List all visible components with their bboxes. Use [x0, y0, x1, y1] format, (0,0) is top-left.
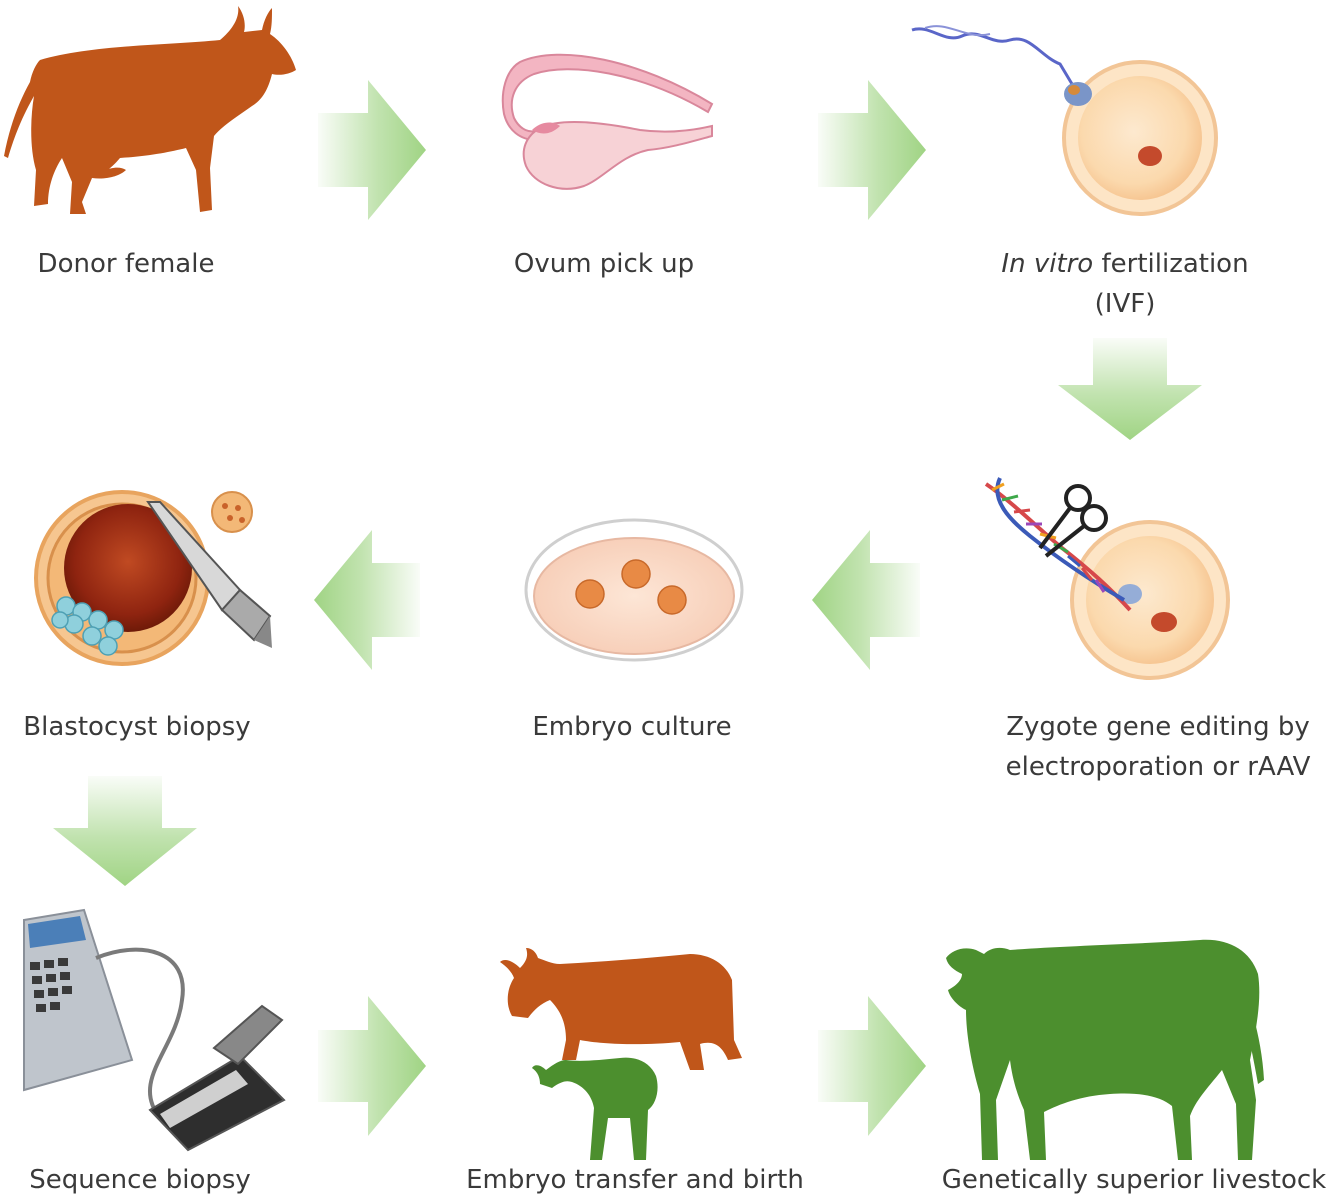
label-embryo-culture: Embryo culture	[492, 707, 772, 747]
sequencer-laptop-icon	[23, 908, 286, 1152]
label-blastocyst-biopsy: Blastocyst biopsy	[0, 707, 274, 747]
calf-icon	[532, 1057, 658, 1160]
surrogate-cow-icon	[500, 948, 742, 1070]
arrow-zygote-to-culture	[812, 530, 920, 670]
arrow-donor-to-ovum	[318, 80, 426, 220]
label-ivf-italic: In vitro	[1001, 249, 1094, 279]
arrow-transfer-to-livestock	[818, 996, 926, 1136]
petri-dish-icon	[524, 518, 744, 662]
label-superior-livestock-line1: Genetically superior livestock	[941, 1165, 1327, 1195]
label-zygote-editing-line1: Zygote gene editing by	[1006, 712, 1310, 742]
label-superior-livestock: Genetically superior livestock	[926, 1160, 1342, 1200]
zygote-gene-editing-icon	[984, 477, 1230, 680]
label-ovum-pick-up: Ovum pick up	[474, 244, 734, 284]
label-donor-female: Donor female	[0, 244, 252, 284]
label-ivf: In vitro fertilization (IVF)	[960, 244, 1290, 324]
arrow-ivf-to-zygote	[1058, 338, 1202, 440]
label-embryo-transfer: Embryo transfer and birth	[440, 1160, 830, 1200]
label-donor-female-line1: Donor female	[37, 249, 215, 279]
ovary-oviduct-icon	[501, 53, 714, 190]
label-zygote-editing-line2: electroporation or rAAV	[1005, 752, 1311, 782]
label-sequence-biopsy-line1: Sequence biopsy	[29, 1165, 251, 1195]
label-ovum-pick-up-line1: Ovum pick up	[513, 249, 695, 279]
arrow-ovum-to-ivf	[818, 80, 926, 220]
donor-cow-icon	[4, 6, 296, 214]
label-embryo-culture-line1: Embryo culture	[532, 712, 732, 742]
biopsy-blade-icon	[146, 501, 272, 648]
label-ivf-line2: (IVF)	[1094, 289, 1156, 319]
arrow-blastocyst-to-sequence	[53, 776, 197, 886]
arrow-sequence-to-transfer	[318, 996, 426, 1136]
blastocyst-biopsy-icon	[34, 490, 272, 666]
label-blastocyst-biopsy-line1: Blastocyst biopsy	[23, 712, 251, 742]
label-zygote-editing: Zygote gene editing by electroporation o…	[974, 707, 1342, 787]
ivf-oocyte-icon	[911, 25, 1218, 216]
label-ivf-line1: In vitro fertilization	[960, 244, 1290, 284]
arrow-culture-to-blastocyst	[314, 530, 420, 670]
label-embryo-transfer-line1: Embryo transfer and birth	[466, 1165, 804, 1195]
superior-livestock-icon	[946, 939, 1264, 1160]
label-sequence-biopsy: Sequence biopsy	[0, 1160, 280, 1200]
scissors-icon	[1038, 484, 1108, 558]
label-ivf-rest: fertilization	[1093, 249, 1249, 279]
